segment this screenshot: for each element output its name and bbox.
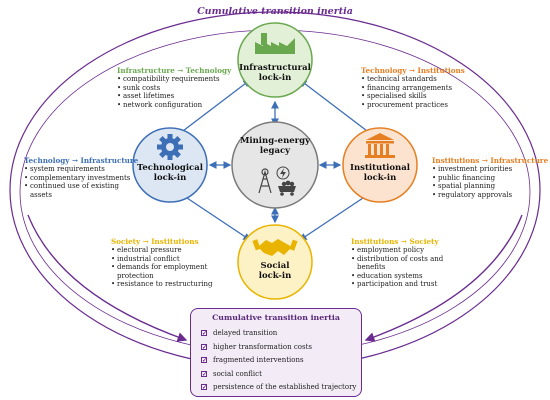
handshake-icon: [252, 239, 298, 256]
link-item: resistance to restructuring: [111, 280, 226, 289]
institutional-node: [342, 127, 418, 203]
link-item: public financing: [432, 174, 542, 183]
link-item: employment policy: [351, 246, 463, 255]
inertia-item: ✓fragmented interventions: [201, 356, 304, 364]
link-title: Society → Institutions: [111, 237, 199, 246]
link-tech-inst: Technology → Institutions technical stan…: [361, 66, 473, 109]
link-item: technical standards: [361, 75, 473, 84]
link-tech-infra: Technology → Infrastructure system requi…: [24, 156, 139, 199]
checkbox-icon: ✓: [201, 330, 208, 337]
link-item: network configuration: [117, 101, 229, 110]
diagram-title: Cumulative transition inertia: [197, 6, 353, 17]
link-inst-soc: Institutions → Society employment policy…: [351, 237, 463, 289]
link-item: distribution of costs and benefits: [351, 255, 463, 272]
checkbox-icon: ✓: [201, 384, 208, 391]
link-item: compatibility requirements: [117, 75, 229, 84]
building-icon: [365, 133, 395, 158]
checkbox-icon: ✓: [201, 370, 208, 378]
link-infra-tech: Infrastructure → Technology compatibilit…: [117, 66, 232, 110]
link-item: continued use of existing assets: [24, 182, 139, 199]
inertia-arrow-right: [364, 214, 523, 342]
link-title: Infrastructure → Technology: [117, 66, 232, 75]
link-item: regulatory approvals: [432, 191, 542, 200]
link-item: industrial conflict: [111, 255, 226, 264]
link-item: demands for employment protection: [111, 263, 226, 280]
checkbox-icon: ✓: [201, 343, 208, 351]
arrow-infra-inst: [298, 79, 377, 138]
gear-icon: [157, 134, 183, 160]
checkbox-icon: ✓: [201, 357, 208, 364]
link-item: investment priorities: [432, 165, 542, 174]
link-item: education systems: [351, 272, 463, 281]
inertia-item: ✓delayed transition: [201, 329, 278, 337]
link-item: sunk costs: [117, 84, 229, 93]
inertia-arrow-left: [27, 214, 188, 342]
link-item: electoral pressure: [111, 246, 226, 255]
link-title: Technology → Infrastructure: [24, 156, 139, 165]
inertia-box-title: Cumulative transition inertia: [212, 313, 340, 322]
link-item: asset lifetimes: [117, 92, 229, 101]
factory-icon: [255, 33, 295, 54]
link-title: Institutions → Society: [351, 237, 439, 246]
link-item: spatial planning: [432, 182, 542, 191]
center-node: [231, 121, 319, 209]
mine-tower-icon: [258, 168, 272, 194]
link-item: financing arrangements: [361, 84, 473, 93]
lightning-icon: [276, 166, 290, 180]
link-item: participation and trust: [351, 280, 463, 289]
inertia-item: ✓social conflict: [201, 369, 262, 378]
link-item: procurement practices: [361, 101, 473, 110]
inertia-item: ✓persistence of the established trajecto…: [201, 383, 357, 391]
inertia-box: Cumulative transition inertia ✓delayed t…: [190, 308, 362, 397]
link-soc-inst: Society → Institutions electoral pressur…: [111, 237, 226, 289]
link-item: complementary investments: [24, 174, 139, 183]
link-title: Institutions → Infrastructure: [432, 156, 549, 165]
link-inst-infra: Institutions → Infrastructure investment…: [432, 156, 549, 200]
infrastructural-node: [237, 22, 313, 98]
link-item: specialised skills: [361, 92, 473, 101]
link-item: system requirements: [24, 165, 139, 174]
link-title: Technology → Institutions: [361, 66, 465, 75]
mine-cart-icon: [278, 180, 296, 196]
inertia-item: ✓higher transformation costs: [201, 342, 312, 351]
